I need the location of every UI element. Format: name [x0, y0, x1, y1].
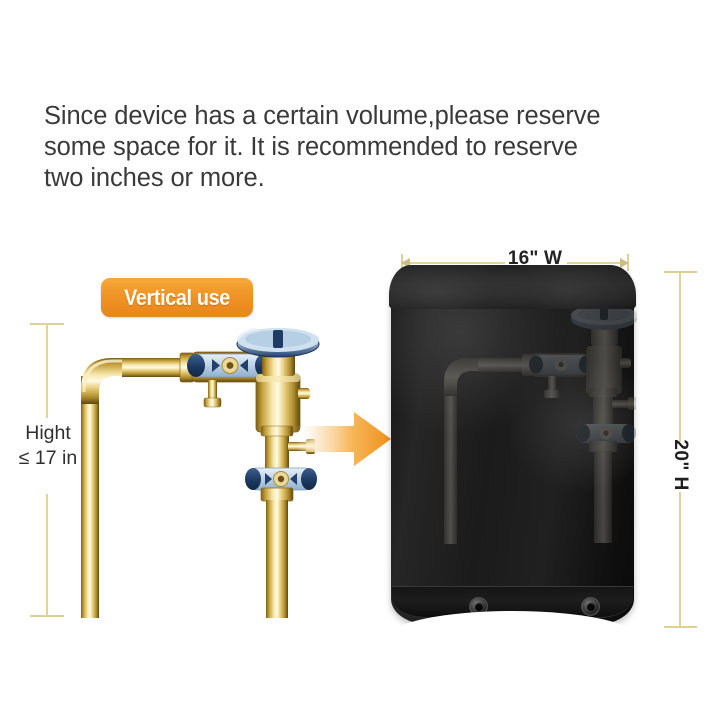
cover-height-dimension-label: 20" H	[670, 439, 691, 491]
height-dimension-label: Hight ≤ 17 in	[18, 422, 78, 469]
cover-height-dimension-cap-bottom	[664, 626, 697, 628]
height-dimension-cap-bottom	[30, 615, 64, 617]
width-dimension-arrowhead-right	[620, 258, 629, 268]
transition-arrow-icon	[296, 412, 391, 466]
width-dimension-line-left	[401, 262, 505, 264]
width-dimension-label: 16" W	[507, 248, 563, 269]
cover-grommet-right	[581, 597, 600, 616]
page-title: Since device has a certain volume,please…	[44, 102, 601, 192]
valve-assembly-inside-cover	[444, 305, 637, 544]
width-dimension-line-right	[567, 262, 629, 264]
cover-height-dimension-line-upper	[679, 272, 681, 442]
vertical-use-badge: Vertical use	[101, 278, 253, 317]
cover-height-dimension-cap-top	[664, 271, 697, 273]
cover-height-dimension-line-lower	[679, 492, 681, 627]
cover-top-edge	[389, 265, 636, 309]
height-dimension-label-mask	[40, 418, 56, 494]
height-dimension-cap-top	[30, 323, 64, 325]
valve-assembly-left	[81, 327, 320, 618]
vertical-use-badge-label: Vertical use	[124, 284, 230, 310]
width-dimension-arrowhead-left	[401, 258, 410, 268]
